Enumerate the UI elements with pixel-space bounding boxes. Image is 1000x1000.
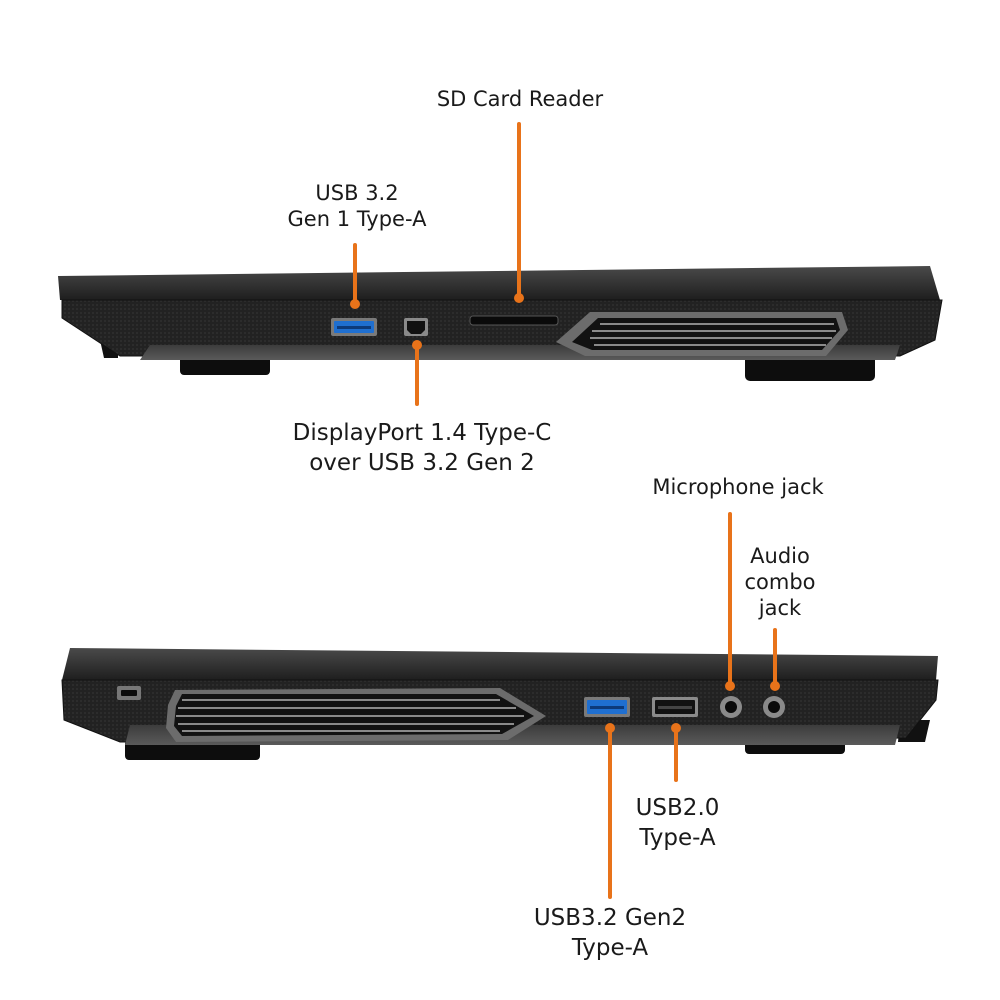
callout-lines [350, 122, 780, 899]
usb-port-icon [584, 697, 630, 717]
laptop-lid [62, 648, 938, 680]
microphone-jack-label: Microphone jack [652, 475, 824, 499]
sd-card-reader-label: SD Card Reader [436, 87, 604, 111]
right-side-view [61, 648, 939, 760]
displayport-label: DisplayPort 1.4 Type-C over USB 3.2 Gen … [292, 420, 552, 476]
kensington-lock-icon [117, 686, 141, 700]
usb32-gen2-label: USB3.2 Gen2 Type-A [533, 905, 687, 961]
usb-port-icon [652, 697, 698, 717]
audio-jack-icon [720, 696, 742, 718]
audio-combo-jack-label: Audio combo jack [744, 544, 816, 620]
laptop-foot [745, 355, 875, 381]
laptop-lid [58, 266, 940, 300]
left-side-view [58, 266, 943, 381]
audio-jack-icon [763, 696, 785, 718]
sd-card-slot-icon [469, 315, 559, 326]
air-vent [556, 312, 848, 356]
usb20-label: USB2.0 Type-A [635, 795, 720, 851]
usb32-gen1-label: USB 3.2 Gen 1 Type-A [287, 181, 427, 231]
air-vent [166, 688, 546, 742]
usb-port-icon [331, 318, 377, 336]
mini-displayport-icon [404, 318, 428, 336]
